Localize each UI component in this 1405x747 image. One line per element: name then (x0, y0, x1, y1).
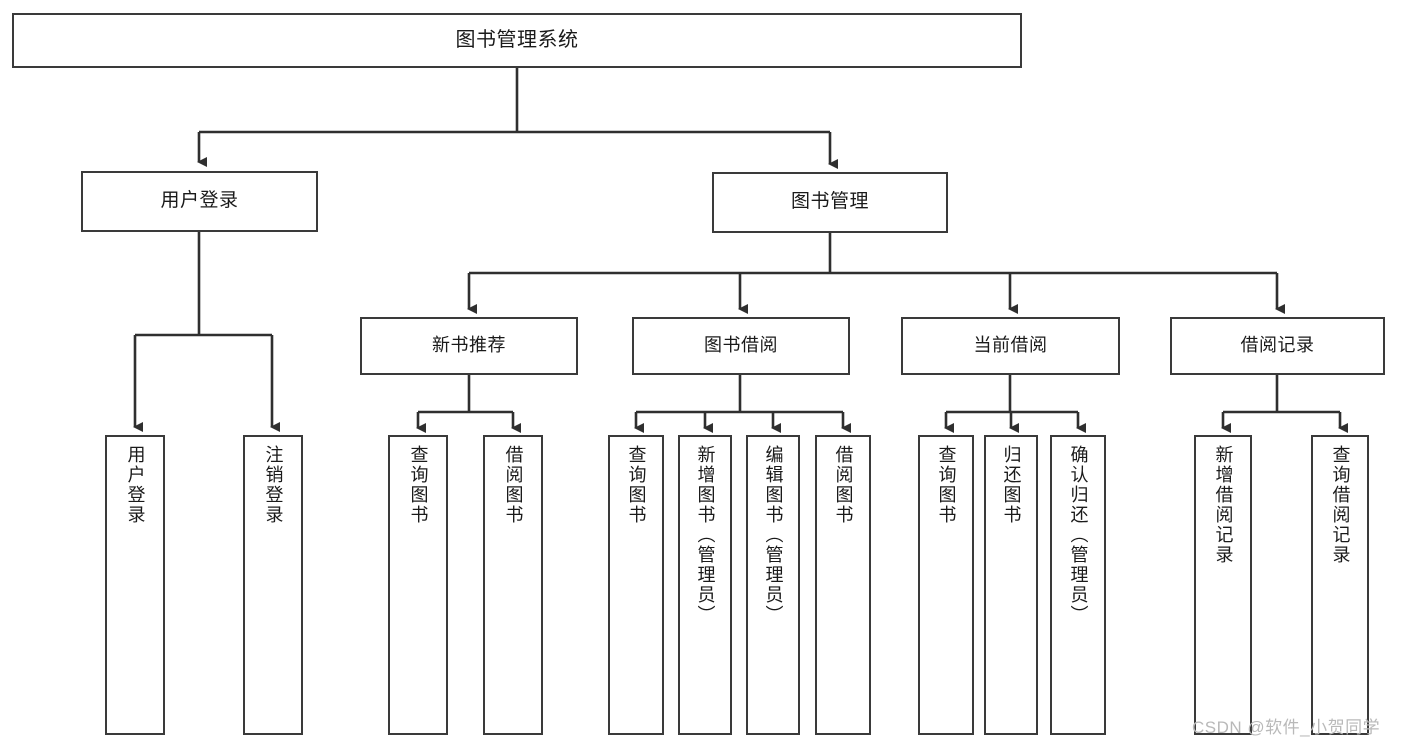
leaf-borrow-add-book-label: 新增图书（管理员） (695, 445, 716, 625)
leaf-borrow-add-book[interactable]: 新增图书（管理员） (678, 435, 732, 735)
node-new-book-recommend[interactable]: 新书推荐 (360, 317, 578, 375)
leaf-new-book-query[interactable]: 查询图书 (388, 435, 448, 735)
node-book-management[interactable]: 图书管理 (712, 172, 948, 233)
leaf-new-book-query-label: 查询图书 (408, 445, 429, 525)
leaf-records-add[interactable]: 新增借阅记录 (1194, 435, 1252, 735)
leaf-borrow-query[interactable]: 查询图书 (608, 435, 664, 735)
node-new-book-recommend-label: 新书推荐 (432, 335, 506, 356)
leaf-records-query[interactable]: 查询借阅记录 (1311, 435, 1369, 735)
leaf-current-return[interactable]: 归还图书 (984, 435, 1038, 735)
node-root[interactable]: 图书管理系统 (12, 13, 1022, 68)
node-user-login-label: 用户登录 (160, 190, 239, 212)
leaf-user-login-login-label: 用户登录 (125, 445, 146, 525)
leaf-borrow-borrow-book-label: 借阅图书 (833, 445, 854, 525)
node-user-login[interactable]: 用户登录 (81, 171, 318, 232)
leaf-borrow-edit-book-label: 编辑图书（管理员） (763, 445, 784, 625)
node-borrow-records-label: 借阅记录 (1240, 335, 1315, 356)
leaf-borrow-borrow-book[interactable]: 借阅图书 (815, 435, 871, 735)
node-borrow-records[interactable]: 借阅记录 (1170, 317, 1385, 375)
node-current-borrow-label: 当前借阅 (973, 335, 1048, 356)
leaf-borrow-edit-book[interactable]: 编辑图书（管理员） (746, 435, 800, 735)
node-root-label: 图书管理系统 (455, 28, 579, 51)
leaf-user-login-login[interactable]: 用户登录 (105, 435, 165, 735)
leaf-current-confirm-return[interactable]: 确认归还（管理员） (1050, 435, 1106, 735)
leaf-records-query-label: 查询借阅记录 (1330, 445, 1351, 565)
leaf-current-return-label: 归还图书 (1001, 445, 1022, 525)
leaf-current-query-label: 查询图书 (936, 445, 957, 525)
leaf-user-login-logout-label: 注销登录 (263, 445, 284, 525)
leaf-new-book-borrow[interactable]: 借阅图书 (483, 435, 543, 735)
leaf-current-query[interactable]: 查询图书 (918, 435, 974, 735)
leaf-user-login-logout[interactable]: 注销登录 (243, 435, 303, 735)
node-book-borrow-label: 图书借阅 (704, 335, 778, 356)
leaf-borrow-query-label: 查询图书 (626, 445, 647, 525)
leaf-current-confirm-return-label: 确认归还（管理员） (1068, 445, 1089, 625)
node-book-management-label: 图书管理 (790, 191, 869, 213)
leaf-records-add-label: 新增借阅记录 (1213, 445, 1234, 565)
node-current-borrow[interactable]: 当前借阅 (901, 317, 1120, 375)
leaf-new-book-borrow-label: 借阅图书 (503, 445, 524, 525)
node-book-borrow[interactable]: 图书借阅 (632, 317, 850, 375)
